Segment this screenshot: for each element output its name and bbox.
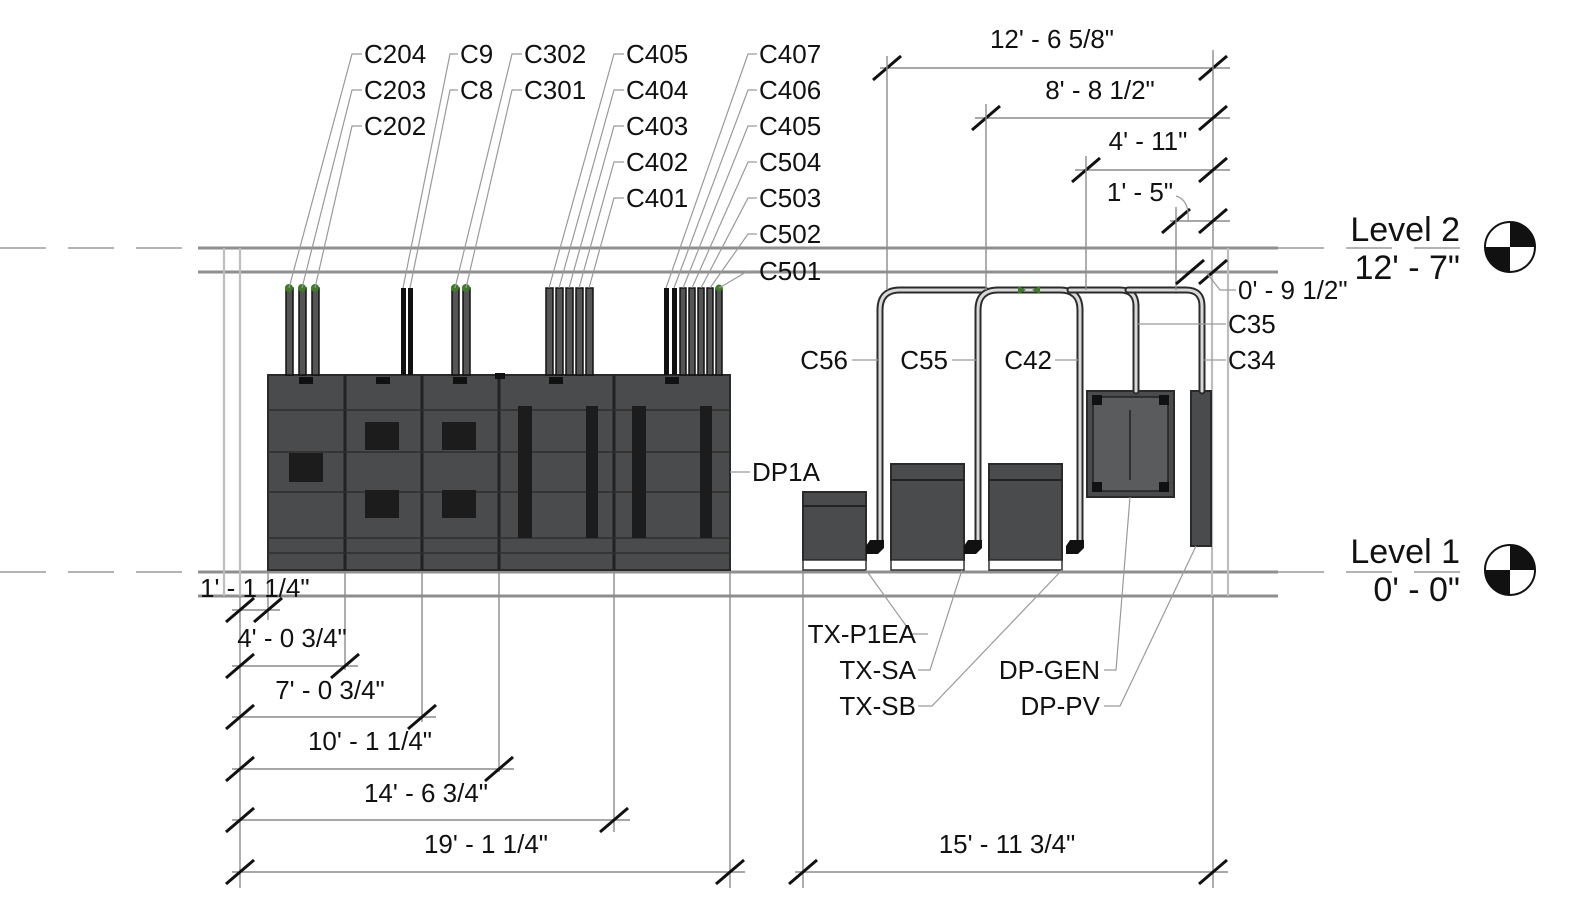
tag-c501: C501 bbox=[759, 256, 821, 286]
tag-dp-gen: DP-GEN bbox=[999, 655, 1100, 685]
dim-top-2: 8' - 8 1/2" bbox=[1045, 75, 1155, 105]
level-2-marker: Level 2 12' - 7" bbox=[1350, 211, 1536, 287]
conduit-group-3 bbox=[451, 284, 471, 376]
tag-c302: C302 bbox=[524, 39, 586, 69]
conduit-group-5 bbox=[664, 284, 723, 376]
tag-tx-sa: TX-SA bbox=[839, 655, 916, 685]
panel-dp-pv bbox=[1190, 390, 1212, 547]
tag-c401: C401 bbox=[626, 183, 688, 213]
level-lines bbox=[0, 246, 1480, 598]
tag-c42: C42 bbox=[1004, 345, 1052, 375]
dim-top-1: 12' - 6 5/8" bbox=[990, 24, 1114, 54]
dim-top-5: 0' - 9 1/2" bbox=[1238, 275, 1348, 305]
tag-c56: C56 bbox=[800, 345, 848, 375]
tag-c502: C502 bbox=[759, 219, 821, 249]
dim-bottom-4: 10' - 1 1/4" bbox=[308, 726, 432, 756]
tag-c8: C8 bbox=[460, 75, 493, 105]
conduit-tag-leaders bbox=[288, 53, 757, 473]
conduit-group-4 bbox=[545, 287, 594, 376]
conduit-group-2 bbox=[401, 288, 413, 375]
conduit-group-1 bbox=[285, 284, 320, 376]
dim-bottom-1: 1' - 1 1/4" bbox=[200, 573, 310, 603]
tag-c204: C204 bbox=[364, 39, 426, 69]
tag-c9: C9 bbox=[460, 39, 493, 69]
tag-c404: C404 bbox=[626, 75, 688, 105]
panel-dp-gen bbox=[1086, 390, 1175, 498]
level-1-marker: Level 1 0' - 0" bbox=[1350, 533, 1536, 609]
right-conduit-leaders bbox=[852, 323, 1226, 707]
right-conduits bbox=[866, 286, 1206, 554]
switchboard-dp1a bbox=[267, 373, 731, 571]
tag-c34: C34 bbox=[1228, 345, 1276, 375]
switchboard-conduits bbox=[285, 284, 723, 376]
tag-c405-b: C405 bbox=[759, 111, 821, 141]
dim-bottom-right: 15' - 11 3/4" bbox=[939, 829, 1076, 859]
tag-c301: C301 bbox=[524, 75, 586, 105]
tag-tx-sb: TX-SB bbox=[839, 691, 916, 721]
dim-bottom-5: 14' - 6 3/4" bbox=[364, 778, 488, 808]
tag-c403: C403 bbox=[626, 111, 688, 141]
bottom-dimensions: 1' - 1 1/4" 4' - 0 3/4" 7' - 0 3/4" 10' … bbox=[200, 572, 1228, 888]
right-tags: C56 C55 C42 C35 C34 TX-P1EA TX-SA TX-SB … bbox=[800, 309, 1275, 721]
dim-bottom-2: 4' - 0 3/4" bbox=[237, 623, 347, 653]
tag-c203: C203 bbox=[364, 75, 426, 105]
tag-c504: C504 bbox=[759, 147, 821, 177]
tag-c202: C202 bbox=[364, 111, 426, 141]
transformer-tx-sa bbox=[890, 463, 965, 571]
level-2-name: Level 2 bbox=[1350, 211, 1460, 249]
top-dimensions: 12' - 6 5/8" 8' - 8 1/2" 4' - 11" 1' - 5… bbox=[872, 24, 1348, 305]
dim-top-3: 4' - 11" bbox=[1109, 126, 1188, 156]
tag-c407: C407 bbox=[759, 39, 821, 69]
tag-c35: C35 bbox=[1228, 309, 1276, 339]
tag-c406: C406 bbox=[759, 75, 821, 105]
tag-c402: C402 bbox=[626, 147, 688, 177]
level-2-datum-icon bbox=[1484, 221, 1536, 273]
tag-c503: C503 bbox=[759, 183, 821, 213]
dim-bottom-6: 19' - 1 1/4" bbox=[424, 829, 548, 859]
tag-tx-p1ea: TX-P1EA bbox=[808, 619, 917, 649]
level-1-elevation: 0' - 0" bbox=[1373, 571, 1460, 609]
dim-top-4: 1' - 5" bbox=[1107, 177, 1173, 207]
level-2-elevation: 12' - 7" bbox=[1354, 249, 1460, 287]
level-1-datum-icon bbox=[1484, 544, 1536, 596]
transformer-tx-sb bbox=[988, 463, 1063, 571]
dim-bottom-3: 7' - 0 3/4" bbox=[275, 675, 385, 705]
transformer-tx-p1ea bbox=[802, 491, 867, 571]
level-1-name: Level 1 bbox=[1350, 533, 1460, 571]
tag-dp-pv: DP-PV bbox=[1021, 691, 1101, 721]
tag-c55: C55 bbox=[900, 345, 948, 375]
tag-dp1a: DP1A bbox=[752, 457, 821, 487]
tag-c405-a: C405 bbox=[626, 39, 688, 69]
conduit-tags-left: C204 C203 C202 C9 C8 C302 C301 C405 C404… bbox=[364, 39, 821, 487]
